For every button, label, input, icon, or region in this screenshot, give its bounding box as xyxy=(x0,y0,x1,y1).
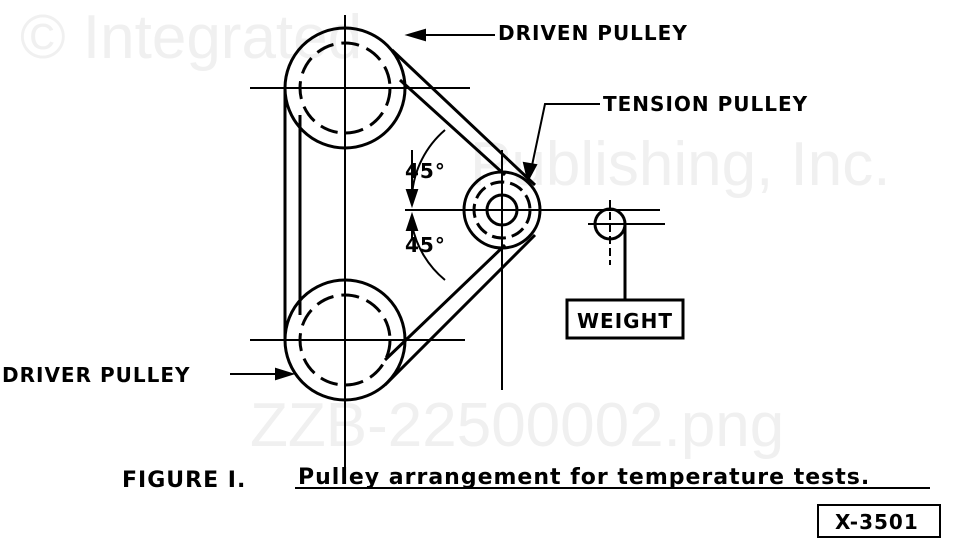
watermark-line: ZZB-22500002.png xyxy=(250,391,784,460)
watermark: © Integrated Publishing, Inc. ZZB-225000… xyxy=(20,3,890,460)
figure-caption-prefix: FIGURE I. xyxy=(122,468,246,493)
figure-id: X-3501 xyxy=(835,510,919,534)
watermark-line: © Integrated xyxy=(20,3,362,72)
leader-arrows xyxy=(230,28,600,381)
figure-id-box xyxy=(817,504,941,538)
driver-pulley-label: DRIVER PULLEY xyxy=(2,363,190,387)
weight-assembly xyxy=(565,207,685,340)
figure-caption: Pulley arrangement for temperature tests… xyxy=(298,465,870,490)
belt xyxy=(283,48,537,387)
watermark-line: Publishing, Inc. xyxy=(470,130,890,199)
angle-upper-label: 45° xyxy=(405,159,446,183)
weight-label: WEIGHT xyxy=(577,309,673,333)
driven-pulley-label: DRIVEN PULLEY xyxy=(498,21,688,45)
angle-lower-label: 45° xyxy=(405,233,446,257)
angle-dimensions xyxy=(405,129,446,281)
tension-pulley-label: TENSION PULLEY xyxy=(603,92,808,116)
